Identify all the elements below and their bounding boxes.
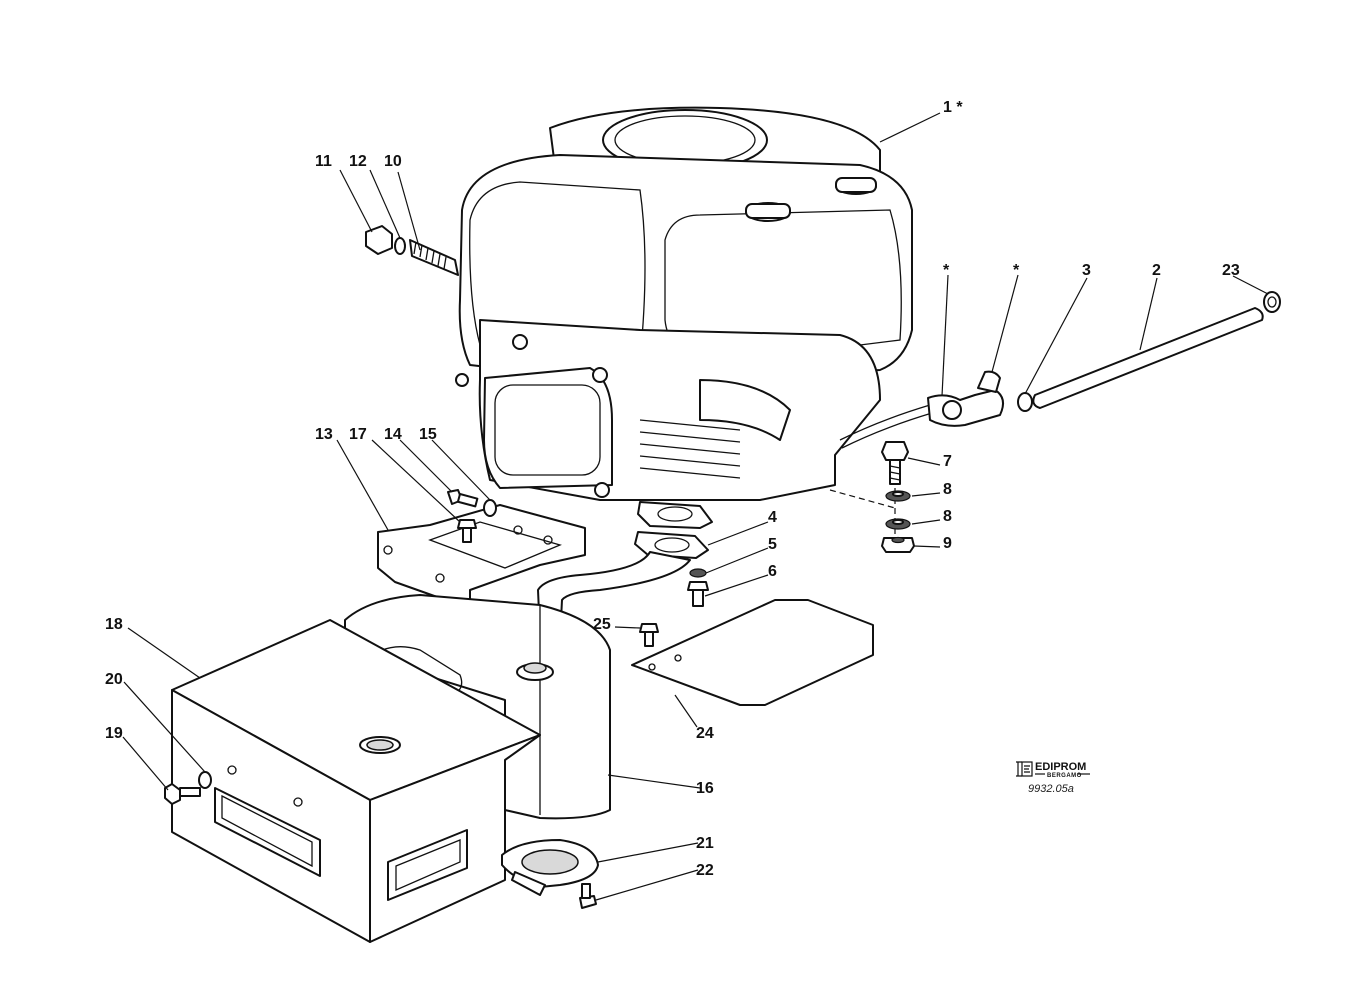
label-part-11: 11 — [315, 153, 332, 170]
logo-city: BERGAMO — [1047, 773, 1082, 779]
logo-brand: EDIPROM — [1035, 761, 1086, 773]
exhaust-gaskets-pipe — [537, 501, 713, 641]
ediprom-logo: EDIPROM BERGAMO 9932.05a — [1016, 761, 1090, 795]
label-part-7: 7 — [943, 453, 952, 470]
label-part-22: 22 — [696, 862, 714, 879]
label-part-18: 18 — [105, 616, 123, 633]
label-part-21: 21 — [696, 835, 714, 852]
label-part-15: 15 — [419, 426, 437, 443]
label-part-4: 4 — [768, 509, 777, 526]
label-part-20: 20 — [105, 671, 123, 688]
label-part-16: 16 — [696, 780, 714, 797]
label-part-24: 24 — [696, 725, 714, 742]
label-part-3: 3 — [1082, 262, 1091, 279]
drawing-code: 9932.05a — [1028, 783, 1074, 795]
label-part-9: 9 — [943, 535, 952, 552]
stud-assembly — [365, 225, 459, 276]
label-part-13: 13 — [315, 426, 333, 443]
label-star-b: * — [943, 262, 950, 279]
label-part-25: 25 — [593, 616, 611, 633]
label-part-1: 1 * — [943, 99, 963, 116]
muffler-cover — [164, 619, 541, 943]
label-part-23: 23 — [1222, 262, 1240, 279]
deflector-ring — [501, 839, 599, 909]
leader-lines — [122, 112, 1269, 901]
label-star-a: * — [1013, 262, 1020, 279]
label-part-2: 2 — [1152, 262, 1161, 279]
engine — [455, 106, 933, 540]
part-labels: 1 * 2 3 * * 23 4 5 6 7 8 8 9 11 12 10 13… — [105, 99, 1240, 879]
label-part-10: 10 — [384, 153, 402, 170]
muffler — [344, 594, 611, 820]
label-part-8a: 8 — [943, 481, 952, 498]
heat-shield-plate — [631, 599, 874, 706]
label-part-19: 19 — [105, 725, 123, 742]
fuel-line-assembly — [927, 291, 1281, 427]
label-part-8b: 8 — [943, 508, 952, 525]
label-part-12: 12 — [349, 153, 367, 170]
label-part-17: 17 — [349, 426, 367, 443]
bracket-assembly — [377, 489, 586, 611]
mounting-hardware — [881, 441, 915, 553]
label-part-6: 6 — [768, 563, 777, 580]
label-part-5: 5 — [768, 536, 777, 553]
label-part-14: 14 — [384, 426, 402, 443]
